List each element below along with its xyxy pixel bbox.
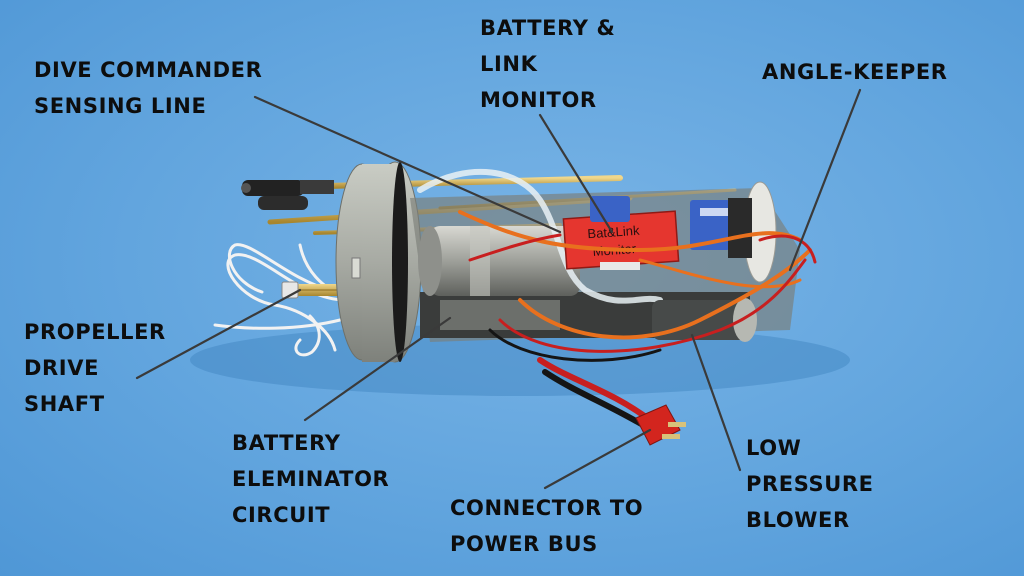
label-line: BATTERY &: [480, 16, 616, 40]
rod-end-fittings: [241, 180, 334, 210]
wiring-harness: [458, 210, 817, 362]
power-bus-connector: [635, 404, 686, 446]
front-bulkhead: [335, 161, 422, 363]
label-battery-eleminator-circuit: BATTERY ELEMINATOR CIRCUIT: [232, 425, 389, 533]
servo-blue: [590, 196, 730, 250]
label-line: POWER BUS: [450, 532, 598, 556]
label-line: BLOWER: [746, 508, 850, 532]
label-line: LOW: [746, 436, 802, 460]
label-line: ELEMINATOR: [232, 467, 390, 491]
leader-battery-link: [538, 113, 614, 234]
leader-bec: [303, 316, 452, 422]
label-line: BATTERY: [232, 431, 341, 455]
leader-lines: [135, 88, 862, 490]
label-battery-link-monitor: BATTERY & LINK MONITOR: [480, 10, 615, 118]
label-low-pressure-blower: LOW PRESSURE BLOWER: [746, 430, 874, 538]
label-line: CIRCUIT: [232, 503, 331, 527]
label-line: SHAFT: [24, 392, 105, 416]
label-line: ANGLE-KEEPER: [762, 60, 948, 84]
label-line: MONITOR: [480, 88, 597, 112]
label-line: CONNECTOR TO: [450, 496, 644, 520]
label-propeller-drive-shaft: PROPELLER DRIVE SHAFT: [24, 314, 166, 422]
monitor-label-line1: Bat&Link: [587, 223, 640, 242]
power-leads: [537, 357, 653, 431]
label-connector-to-power-bus: CONNECTOR TO POWER BUS: [450, 490, 643, 562]
label-line: PROPELLER: [24, 320, 166, 344]
label-angle-keeper: ANGLE-KEEPER: [762, 54, 948, 90]
leader-connector: [543, 428, 652, 490]
label-line: DRIVE: [24, 356, 100, 380]
leader-propeller: [135, 288, 302, 380]
label-line: DIVE COMMANDER: [34, 58, 263, 82]
leader-angle-keeper: [788, 88, 862, 272]
label-line: PRESSURE: [746, 472, 874, 496]
leader-blower: [690, 333, 742, 472]
label-dive-commander-sensing-line: DIVE COMMANDER SENSING LINE: [34, 52, 262, 124]
label-line: SENSING LINE: [34, 94, 207, 118]
label-line: LINK: [480, 52, 538, 76]
leader-dive-commander: [253, 95, 562, 234]
